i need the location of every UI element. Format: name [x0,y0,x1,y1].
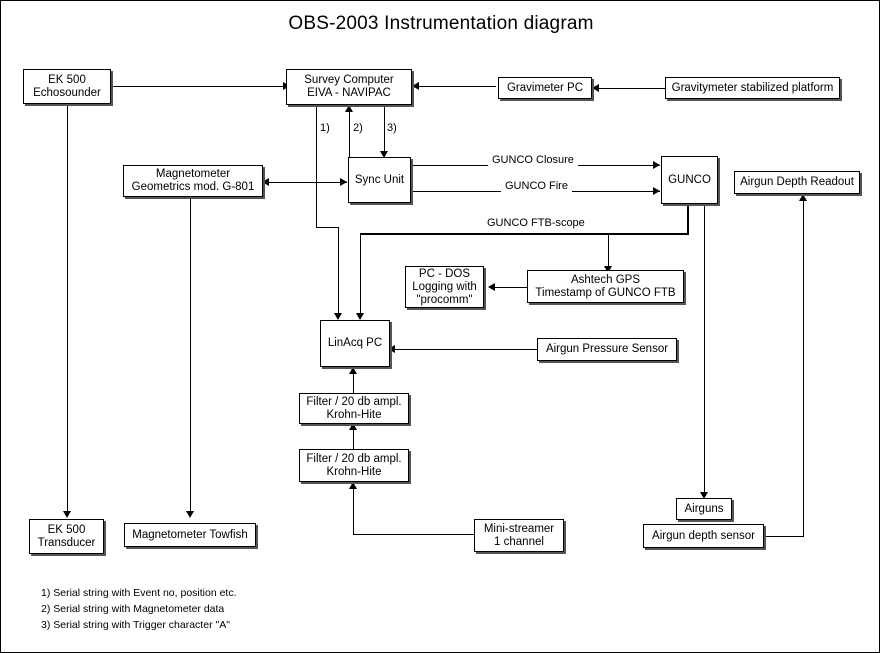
edge-gunco-ftb-down-to-linacq [360,233,361,317]
arrowhead-linacq-bottom [349,367,357,374]
arrowhead-airguns-top [700,492,708,499]
node-gravimeter-pc[interactable]: Gravimeter PC [498,77,592,99]
arrowhead-survey-right [412,82,419,90]
node-linacq-pc[interactable]: LinAcq PC [320,320,390,367]
node-label-linacq-pc: LinAcq PC [327,337,383,349]
edge-serial1-bend [316,227,338,228]
legend-item-2: 2) Serial string with Magnetometer data [41,603,225,615]
node-label-filter-upper: Filter / 20 db ampl. Krohn-Hite [306,395,402,421]
edge-depthsensor-horizontal [763,536,804,537]
arrowhead-towfish-top [186,511,194,518]
node-label-mini-streamer: Mini-streamer 1 channel [483,522,555,548]
page-title: OBS-2003 Instrumentation diagram [288,13,594,34]
edge-serial1-vertical-lower [338,227,339,317]
arrowhead-readout-bottom [799,194,807,201]
arrowhead-transducer-top [63,511,71,518]
node-label-gravimeter-pc: Gravimeter PC [506,81,584,94]
arrowhead-pcdos-right [488,283,495,291]
node-label-gunco: GUNCO [668,173,711,186]
edge-syncunit-to-magnetometer [264,182,347,183]
node-label-filter-lower: Filter / 20 db ampl. Krohn-Hite [306,452,402,478]
arrowhead-linacq-top-left [334,313,342,320]
edge-ftb-branch-to-ashtech [608,234,609,270]
arrowhead-linacq-right [388,345,395,353]
node-label-survey-computer: Survey Computer EIVA - NAVIPAC [304,74,394,99]
node-sync-unit[interactable]: Sync Unit [348,157,411,203]
node-filter-lower[interactable]: Filter / 20 db ampl. Krohn-Hite [299,449,409,482]
node-label-ek500-transducer: EK 500 Transducer [37,523,96,549]
edge-ashtech-to-pcdos [490,287,527,288]
node-magnetometer[interactable]: Magnetometer Geometrics mod. G-801 [123,165,263,197]
node-airgun-depth-readout[interactable]: Airgun Depth Readout [734,171,860,194]
node-filter-upper[interactable]: Filter / 20 db ampl. Krohn-Hite [299,393,409,424]
node-airgun-depth-sensor[interactable]: Airgun depth sensor [643,524,764,548]
node-label-ek500-echosounder: EK 500 Echosounder [33,73,101,99]
node-label-magnetometer-towfish: Magnetometer Towfish [132,528,248,541]
edge-ministreamer-vertical [353,488,354,534]
node-label-pc-dos: PC - DOS Logging with "procomm" [412,267,477,306]
node-label-airgun-depth-readout: Airgun Depth Readout [740,176,854,188]
edge-echosounder-to-survey [111,86,285,87]
node-label-gravitymeter-platform: Gravitymeter stabilized platform [671,81,834,94]
node-ashtech-gps[interactable]: Ashtech GPS Timestamp of GUNCO FTB [527,270,684,303]
node-ek500-echosounder[interactable]: EK 500 Echosounder [23,69,111,104]
node-airgun-pressure-sensor[interactable]: Airgun Pressure Sensor [537,338,677,361]
node-magnetometer-towfish[interactable]: Magnetometer Towfish [124,523,256,547]
edge-label-gunco-closure: GUNCO Closure [488,154,578,166]
legend-item-3: 3) Serial string with Trigger character … [41,619,230,631]
edge-label-gunco-ftb-scope: GUNCO FTB-scope [483,217,589,229]
edge-echosounder-to-transducer [67,104,68,515]
node-gunco[interactable]: GUNCO [661,156,718,204]
serial-marker-2: 2) [353,122,363,134]
legend: 1) Serial string with Event no, position… [41,585,237,633]
edge-magnetometer-to-towfish [190,197,191,515]
node-survey-computer[interactable]: Survey Computer EIVA - NAVIPAC [286,69,412,105]
node-label-sync-unit: Sync Unit [354,173,405,186]
arrowhead-ashtech-top [604,266,612,273]
arrowhead-gravimeter-right [592,84,599,92]
node-label-airgun-depth-sensor: Airgun depth sensor [652,529,755,542]
edge-platform-to-gravimeter [592,88,665,89]
edge-ministreamer-horizontal [353,534,475,535]
node-pc-dos[interactable]: PC - DOS Logging with "procomm" [405,266,484,308]
edge-label-gunco-fire: GUNCO Fire [501,180,572,192]
arrowhead-syncunit-top [380,151,388,158]
arrowhead-gunco-fire [653,187,660,195]
edge-serial1-vertical-upper [316,105,317,227]
node-label-magnetometer: Magnetometer Geometrics mod. G-801 [131,168,255,193]
edge-pressure-to-linacq [390,349,537,350]
arrowhead-linacq-top-right [356,313,364,320]
serial-marker-3: 3) [387,122,397,134]
node-label-ashtech-gps: Ashtech GPS Timestamp of GUNCO FTB [535,273,676,299]
edge-gunco-to-airguns [704,204,705,496]
arrowhead-survey-bottom [345,105,353,112]
arrowhead-filter-upper-bottom [349,423,357,430]
edge-filter-lower-to-upper [353,427,354,449]
edge-depthsensor-to-readout [803,200,804,536]
node-ek500-transducer[interactable]: EK 500 Transducer [29,519,104,554]
node-airguns[interactable]: Airguns [676,498,732,520]
edge-gunco-ftb-horizontal [360,233,689,235]
node-mini-streamer[interactable]: Mini-streamer 1 channel [474,519,564,552]
arrowhead-syncunit-left [340,178,347,186]
edge-gravimeter-to-survey [412,86,496,87]
node-gravitymeter-platform[interactable]: Gravitymeter stabilized platform [665,77,840,99]
node-label-airgun-pressure-sensor: Airgun Pressure Sensor [545,343,669,355]
edge-filter-upper-to-linacq [353,371,354,393]
arrowhead-magnetometer-right [262,178,269,186]
arrowhead-filter-lower-bottom [349,482,357,489]
serial-marker-1: 1) [320,122,330,134]
node-label-airguns: Airguns [684,502,724,515]
edge-serial2-vertical [349,111,350,159]
legend-item-1: 1) Serial string with Event no, position… [41,587,237,599]
arrowhead-gunco-closure [653,161,660,169]
edge-gunco-ftb-down-from-gunco [687,203,689,234]
edge-serial3-vertical [384,105,385,157]
